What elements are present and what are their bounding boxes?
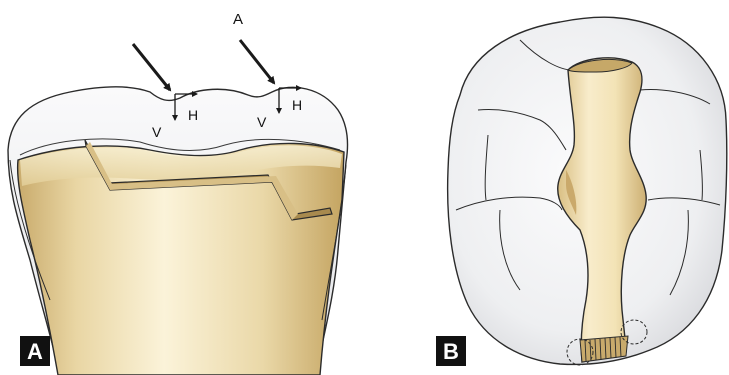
panel-a-badge-label: A [27,339,43,364]
panel-a: A H V H V A [8,11,348,375]
force-label: A [233,11,243,28]
panel-b: B [436,17,727,366]
panel-b-badge: B [436,336,466,366]
label-v-right: V [257,114,267,130]
panel-b-badge-label: B [443,339,459,364]
force-arrow-right [240,40,274,83]
label-v-left: V [152,124,162,140]
panel-a-badge: A [20,336,50,366]
force-arrow-left [133,44,170,90]
label-h-left: H [188,107,198,123]
label-h-right: H [292,97,302,113]
